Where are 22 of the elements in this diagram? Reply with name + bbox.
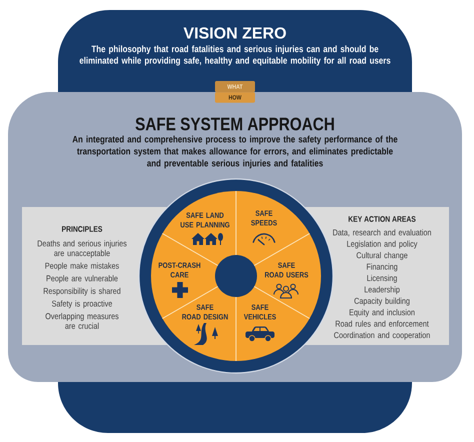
list-item: Data, research and evaluation [333,229,431,236]
list-item: People are vulnerable [46,275,118,284]
heading: VISION ZERO [184,27,286,39]
description: An integrated and comprehensive process to improve the safety performance of the transportation system that makes allowance for errors, and eliminates predictable and preventable serious injuries and fatalities [72,136,398,168]
list-item: Deaths and serious injuries are unacceptable [38,240,127,258]
list-item: Safety is proactive [52,300,112,308]
list-item: Licensing [367,274,397,283]
list-item: Overlapping measures are crucial [46,312,118,329]
list-item: Road rules and enforcement [336,320,429,327]
list-item: Cultural change [356,252,408,260]
list-item: Leadership [364,286,400,294]
list-item: Equity and inclusion [350,309,414,317]
list-item: Legislation and policy [347,240,418,249]
heading: SAFE SYSTEM APPROACH [136,118,334,130]
list-item: Responsibility is shared [44,288,120,296]
list-item: Financing [366,263,398,272]
list-item: People make mistakes [45,262,119,270]
list-item: Capacity building [354,298,410,306]
description: The philosophy that road fatalities and serious injuries can and should be eliminated while providing safe, healthy and equitable mobility for all road users [80,45,390,66]
list-item: Coordination and cooperation [334,332,430,340]
panel-heading: PRINCIPLES [62,226,102,232]
panel-heading: KEY ACTION AREAS [348,216,416,222]
